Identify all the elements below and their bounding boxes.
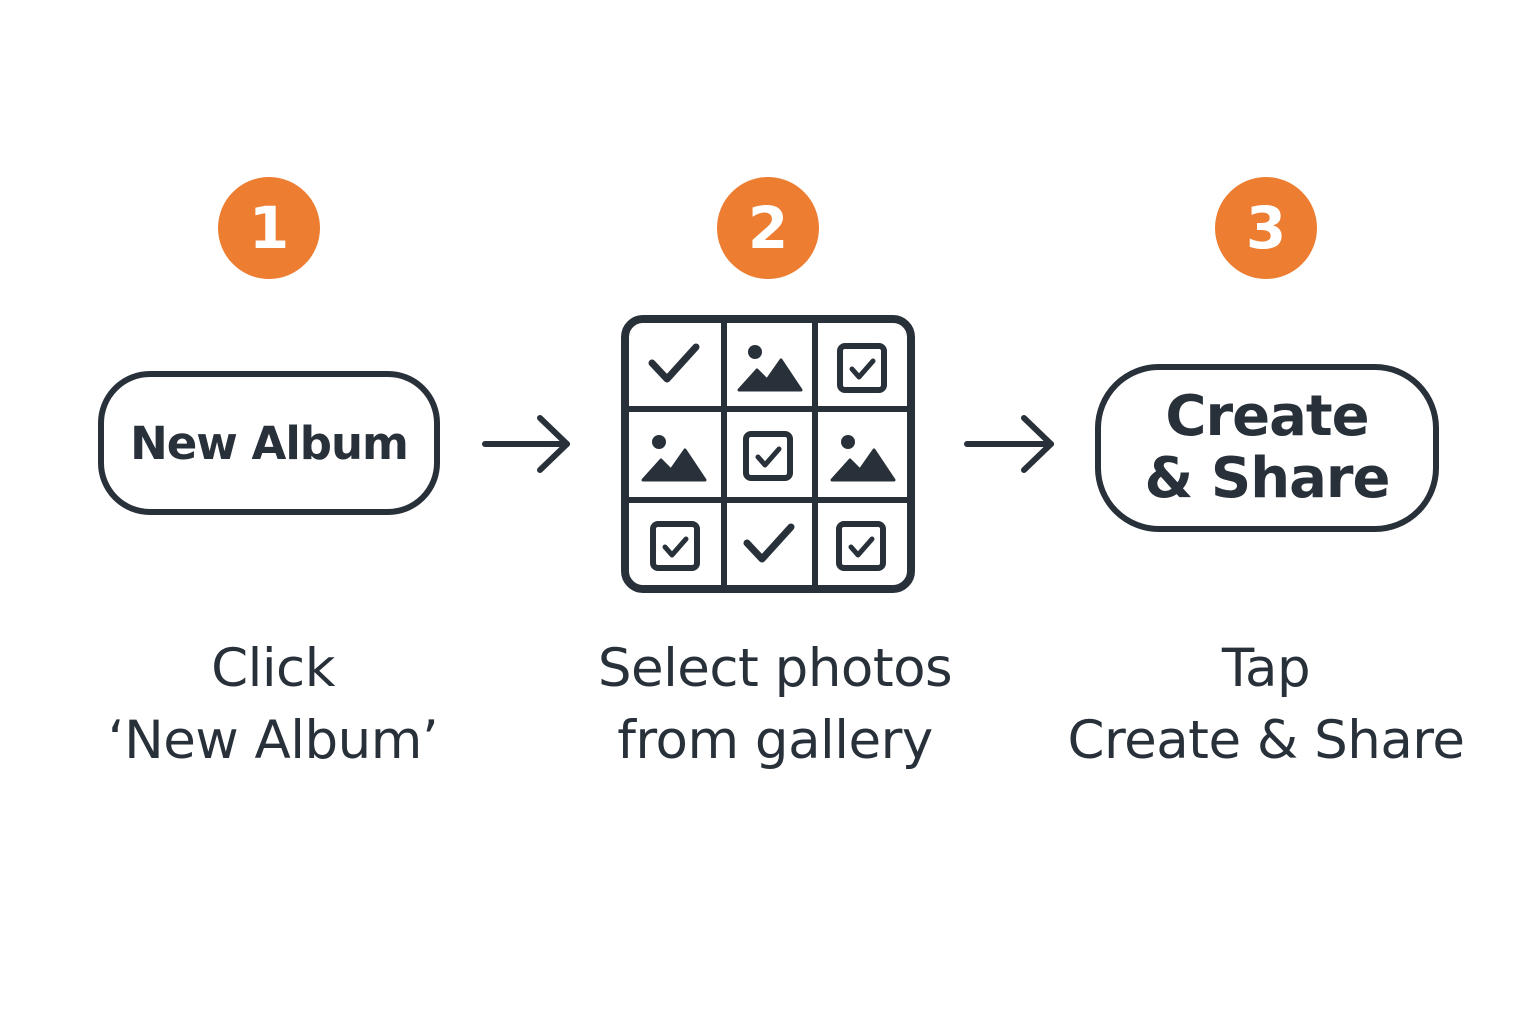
step-1-caption-line-2: ‘New Album’ [107, 710, 439, 771]
new-album-button[interactable]: New Album [98, 371, 440, 515]
step-2-caption-line-1: Select photos [597, 638, 953, 699]
step-1-caption: Click ‘New Album’ [43, 633, 503, 777]
step-1-caption-line-1: Click [211, 638, 335, 699]
step-1-badge: 1 [218, 177, 320, 279]
step-3-caption: Tap Create & Share [1036, 633, 1496, 777]
create-share-button-label-line-2: & Share [1144, 446, 1391, 511]
step-2-caption-line-2: from gallery [617, 710, 933, 771]
step-2-badge: 2 [717, 177, 819, 279]
arrow-right-icon [482, 415, 570, 473]
step-3-badge: 3 [1215, 177, 1317, 279]
step-2-caption: Select photos from gallery [545, 633, 1005, 777]
step-3-caption-line-2: Create & Share [1067, 710, 1465, 771]
create-share-button-label-line-1: Create [1165, 384, 1369, 449]
create-share-button[interactable]: Create & Share [1095, 364, 1439, 532]
step-3-caption-line-1: Tap [1221, 638, 1311, 699]
arrow-right-icon [964, 415, 1054, 473]
new-album-button-label: New Album [130, 416, 409, 470]
